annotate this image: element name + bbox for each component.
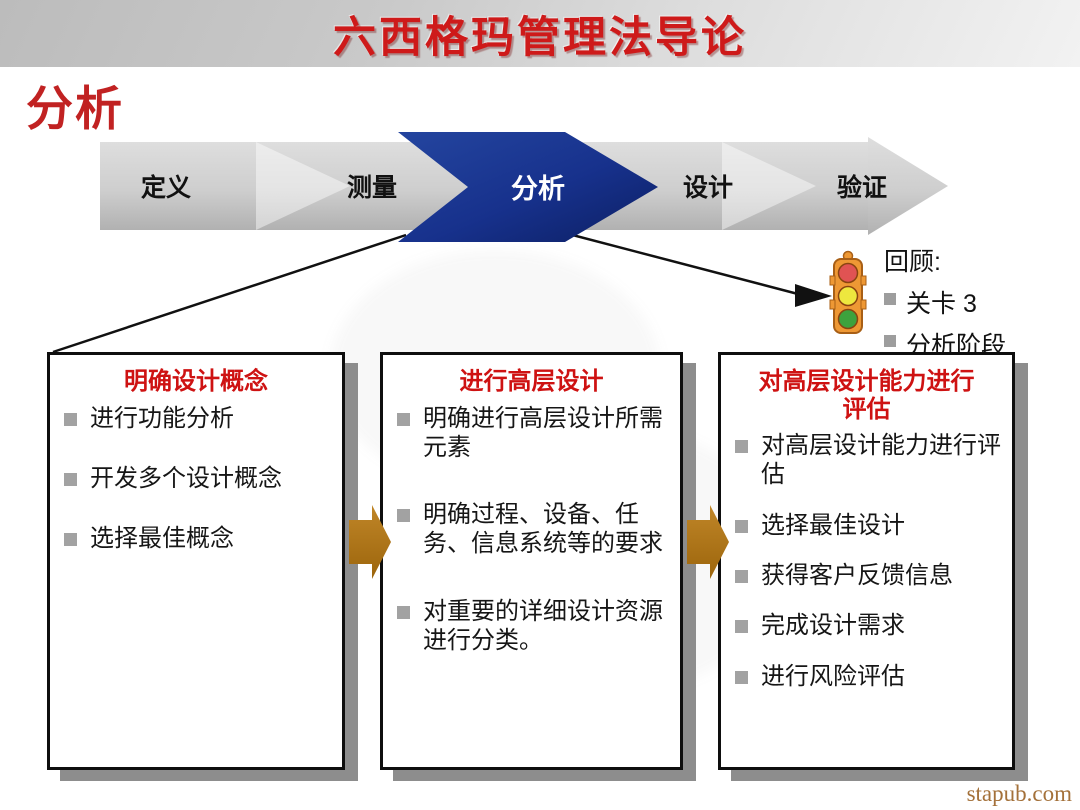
list-item: 选择最佳概念: [62, 524, 334, 553]
stage-label-analyze: 分析: [511, 174, 565, 204]
section-heading: 分析: [26, 82, 124, 135]
list-item: 完成设计需求: [733, 611, 1004, 640]
flow-end-arrowhead: [868, 137, 948, 235]
review-block: 回顾: 关卡 3 分析阶段: [884, 242, 1006, 362]
list-item: 获得客户反馈信息: [733, 561, 1004, 590]
square-bullet-icon: [397, 605, 410, 619]
orange-arrow-icon: [687, 505, 729, 579]
bullet-text: 选择最佳概念: [90, 525, 234, 553]
bullet-list: 对高层设计能力进行评估 选择最佳设计 获得客户反馈信息 完成设计需求 进行风险评…: [733, 431, 1004, 691]
square-bullet-icon: [64, 533, 77, 547]
square-bullet-icon: [64, 472, 77, 486]
chevron-separator: [256, 142, 350, 230]
box-title: 对高层设计能力进行评估: [758, 368, 975, 423]
list-item: 明确过程、设备、任务、信息系统等的要求: [395, 500, 672, 559]
square-bullet-icon: [735, 440, 748, 454]
bullet-text: 完成设计需求: [761, 612, 905, 640]
list-item: 选择最佳设计: [733, 511, 1004, 540]
bullet-text: 进行风险评估: [761, 662, 905, 690]
square-bullet-icon: [735, 620, 748, 634]
list-item: 对高层设计能力进行评估: [733, 431, 1004, 490]
bullet-text: 明确进行高层设计所需元素: [423, 404, 663, 461]
page-title: 六西格玛管理法导论: [333, 13, 747, 62]
list-item: 进行功能分析: [62, 404, 334, 433]
connector-line-right: [560, 230, 799, 296]
bullet-text: 明确过程、设备、任务、信息系统等的要求: [423, 501, 663, 558]
stage-label-define: 定义: [141, 173, 191, 202]
bullet-list: 进行功能分析 开发多个设计概念 选择最佳概念: [62, 404, 334, 554]
square-bullet-icon: [397, 412, 410, 426]
header-bar: 六西格玛管理法导论: [0, 0, 1080, 67]
square-bullet-icon: [397, 509, 410, 523]
bullet-text: 对重要的详细设计资源进行分类。: [423, 597, 663, 654]
list-item: 明确进行高层设计所需元素: [395, 404, 672, 463]
connector-line-left: [52, 233, 407, 354]
bullet-text: 对高层设计能力进行评估: [761, 432, 1001, 489]
bullet-text: 开发多个设计概念: [90, 464, 282, 492]
box-title: 进行高层设计: [459, 368, 604, 395]
stage-label-measure: 测量: [347, 174, 397, 202]
square-bullet-icon: [884, 335, 896, 347]
list-item: 开发多个设计概念: [62, 464, 334, 493]
square-bullet-icon: [884, 293, 896, 305]
bullet-text: 获得客户反馈信息: [761, 561, 953, 589]
list-item: 进行风险评估: [733, 662, 1004, 691]
concept-box-evaluate-design-capability: 对高层设计能力进行评估 对高层设计能力进行评估 选择最佳设计 获得客户反馈信息 …: [718, 352, 1015, 770]
stage-chevron-active: [398, 132, 658, 242]
bullet-text: 选择最佳设计: [761, 511, 905, 539]
review-item: 关卡 3: [884, 284, 1006, 320]
square-bullet-icon: [735, 519, 748, 533]
concept-box-high-level-design: 进行高层设计 明确进行高层设计所需元素 明确过程、设备、任务、信息系统等的要求 …: [380, 352, 683, 770]
review-item-label: 关卡 3: [906, 290, 977, 318]
square-bullet-icon: [735, 670, 748, 684]
concept-box-define-design-concept: 明确设计概念 进行功能分析 开发多个设计概念 选择最佳概念: [47, 352, 345, 770]
review-heading: 回顾:: [884, 248, 941, 276]
bullet-text: 进行功能分析: [90, 404, 234, 432]
traffic-light-icon: [829, 250, 867, 334]
stage-label-verify: 验证: [837, 173, 887, 202]
chevron-separator: [722, 142, 816, 230]
box-title: 明确设计概念: [124, 368, 268, 395]
stage-label-design: 设计: [683, 174, 733, 202]
bullet-list: 明确进行高层设计所需元素 明确过程、设备、任务、信息系统等的要求 对重要的详细设…: [395, 404, 672, 656]
pointer-arrowhead: [795, 284, 832, 307]
orange-arrow-icon: [349, 505, 391, 579]
list-item: 对重要的详细设计资源进行分类。: [395, 597, 672, 656]
square-bullet-icon: [735, 569, 748, 583]
site-watermark: stapub.com: [966, 781, 1072, 806]
square-bullet-icon: [64, 412, 77, 426]
